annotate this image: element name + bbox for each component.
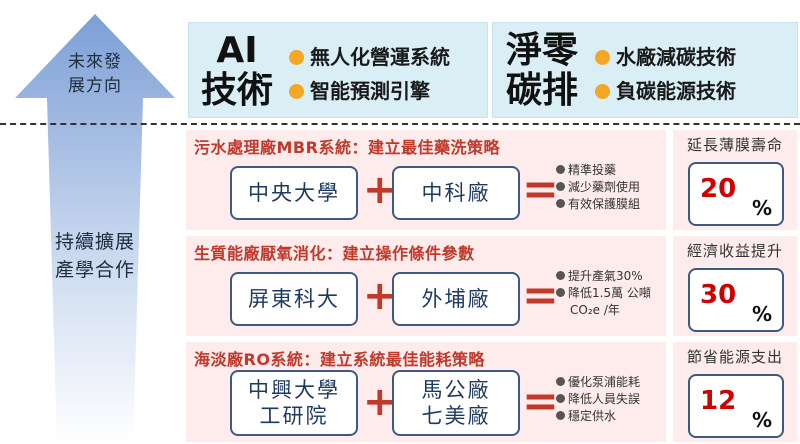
result-panel-2: 經濟收益提升 30 % [673, 236, 797, 336]
result-unit: % [752, 196, 773, 220]
net-zero-title: 淨零 碳排 [505, 30, 578, 111]
result-title: 延長薄膜壽命 [686, 136, 783, 154]
plus-icon: + [363, 273, 397, 319]
bullet-dot-icon [556, 394, 565, 403]
plus-icon: + [363, 167, 397, 213]
orange-dot-icon [595, 84, 610, 99]
partner-university: 中興大學 工研院 [230, 370, 358, 436]
net-zero-panel: 淨零 碳排 水廠減碳技術 負碳能源技術 [492, 22, 798, 118]
result-box: 30 % [688, 268, 784, 332]
bullet-dot-icon [556, 288, 565, 297]
result-box: 12 % [688, 374, 784, 438]
partner-plant: 外埔廠 [392, 272, 520, 326]
section-mbr: 污水處理廠MBR系統：建立最佳藥洗策略 中央大學 + 中科廠 = 精準投藥 減少… [186, 130, 666, 230]
result-unit: % [752, 408, 773, 432]
orange-dot-icon [289, 84, 304, 99]
bullet-dot-icon [556, 411, 565, 420]
growth-arrow-icon [15, 14, 175, 444]
result-panel-1: 延長薄膜壽命 20 % [673, 130, 797, 230]
section-title: 污水處理廠MBR系統：建立最佳藥洗策略 [194, 138, 500, 157]
partner-plant: 馬公廠 七美廠 [392, 370, 520, 436]
result-title: 經濟收益提升 [686, 242, 783, 260]
bullet-dot-icon [556, 377, 565, 386]
ai-bullet-1: 無人化營運系統 [289, 41, 450, 70]
section-title: 生質能廠厭氧消化：建立操作條件參數 [194, 244, 475, 263]
result-value: 12 [700, 386, 737, 416]
carbon-bullet-1: 水廠減碳技術 [595, 41, 736, 70]
partner-plant: 中科廠 [392, 166, 520, 220]
bullet-dot-icon [556, 182, 565, 191]
equals-icon: = [522, 164, 559, 215]
carbon-bullet-2: 負碳能源技術 [595, 75, 736, 104]
benefit-notes: 精準投藥 減少藥劑使用 有效保護膜組 [556, 162, 640, 213]
ai-title: AI 技術 [200, 30, 273, 111]
benefit-notes: 優化泵浦能耗 降低人員失誤 穩定供水 [556, 374, 640, 425]
orange-dot-icon [289, 50, 304, 65]
expand-cooperation-label: 持續擴展 產學合作 [54, 231, 135, 281]
result-unit: % [752, 302, 773, 326]
result-title: 節省能源支出 [686, 348, 783, 366]
divider-line [0, 123, 800, 125]
benefit-notes: 提升產氣30% 降低1.5萬 公噸 CO₂e /年 [556, 268, 651, 319]
equals-icon: = [522, 270, 559, 321]
result-box: 20 % [688, 162, 784, 226]
plus-icon: + [363, 379, 397, 425]
result-value: 20 [700, 174, 737, 204]
ai-tech-panel: AI 技術 無人化營運系統 智能預測引擎 [188, 22, 488, 118]
partner-university: 屏東科大 [230, 272, 358, 326]
result-value: 30 [700, 280, 737, 310]
section-title: 海淡廠RO系統：建立系統最佳能耗策略 [194, 350, 485, 369]
ai-bullet-2: 智能預測引擎 [289, 75, 430, 104]
section-biogas: 生質能廠厭氧消化：建立操作條件參數 屏東科大 + 外埔廠 = 提升產氣30% 降… [186, 236, 666, 336]
result-panel-3: 節省能源支出 12 % [673, 342, 797, 442]
bullet-dot-icon [556, 165, 565, 174]
orange-dot-icon [595, 50, 610, 65]
section-ro: 海淡廠RO系統：建立系統最佳能耗策略 中興大學 工研院 + 馬公廠 七美廠 = … [186, 342, 666, 442]
bullet-dot-icon [556, 271, 565, 280]
partner-university: 中央大學 [230, 166, 358, 220]
future-direction-label: 未來發 展方向 [68, 52, 122, 96]
bullet-dot-icon [556, 199, 565, 208]
equals-icon: = [522, 376, 559, 427]
